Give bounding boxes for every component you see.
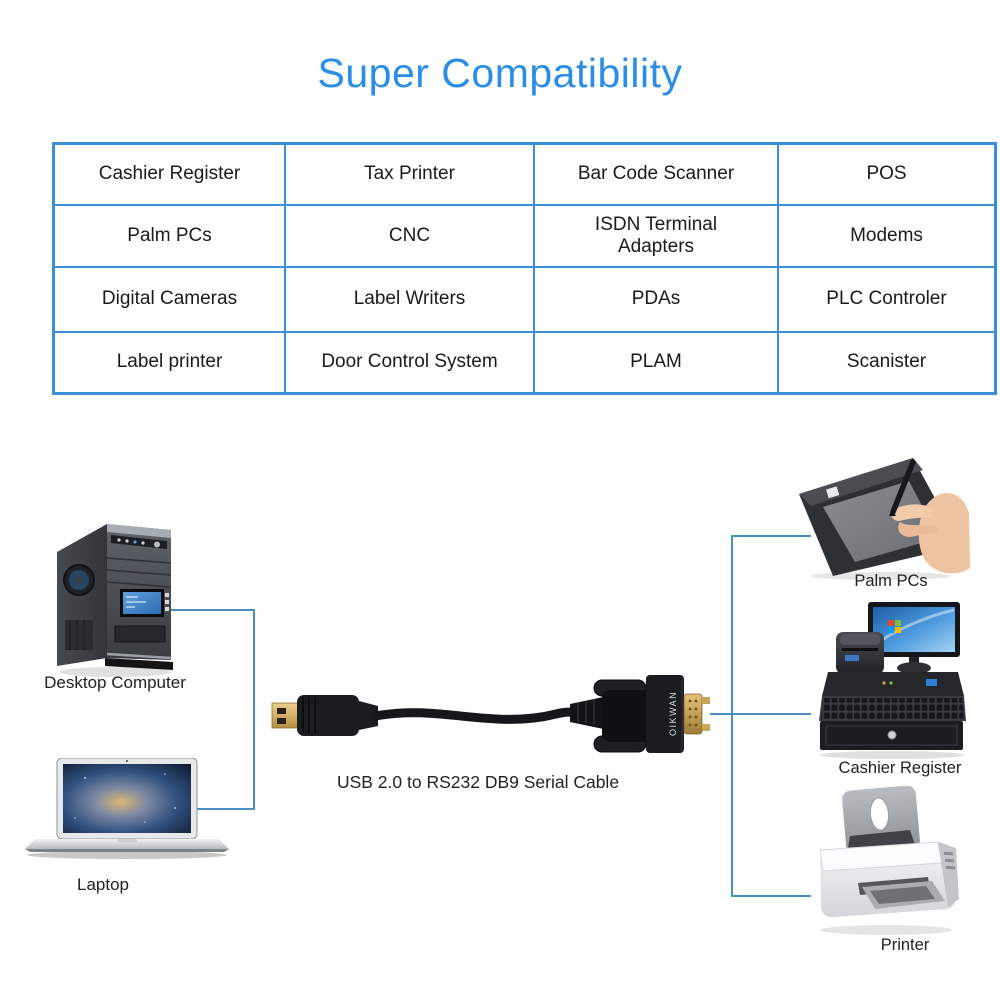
laptop-illustration: [25, 758, 229, 859]
db9-connector: OIKWAN: [570, 675, 710, 753]
table-cell: Cashier Register: [52, 142, 286, 206]
cable-brand-text: OIKWAN: [668, 691, 678, 736]
connector-desktop: [162, 609, 255, 611]
cash-drawer: [820, 721, 963, 750]
receipt-printer: [836, 632, 884, 674]
connector-palm: [731, 535, 811, 537]
laptop-label: Laptop: [77, 875, 129, 894]
table-cell: Modems: [777, 203, 997, 268]
hand-with-pen: [889, 459, 970, 574]
register-keyboard: [819, 696, 966, 721]
register-monitor: [868, 602, 960, 674]
table-cell: POS: [777, 142, 997, 206]
connector-cable: [710, 713, 811, 715]
usb-a-connector: [271, 695, 378, 736]
table-cell: ISDN Terminal Adapters: [533, 203, 779, 268]
cashier-register-label: Cashier Register: [838, 759, 962, 777]
laptop-screen: [63, 764, 191, 833]
connector-printer: [731, 895, 811, 897]
page-title: Super Compatibility: [317, 50, 683, 96]
table-cell: PDAs: [533, 265, 779, 333]
tower-fan-icon: [63, 564, 95, 596]
connector-laptop: [191, 808, 255, 810]
printer-illustration: [819, 786, 959, 935]
windows-flag-icon: [888, 620, 901, 633]
table-cell: Palm PCs: [52, 203, 286, 268]
table-cell: CNC: [284, 203, 535, 268]
cable-label: USB 2.0 to RS232 DB9 Serial Cable: [336, 772, 620, 792]
connector-left-vertical: [253, 609, 255, 810]
printer-label: Printer: [880, 936, 930, 954]
desktop-computer-label: Desktop Computer: [44, 673, 186, 692]
table-cell: Scanister: [777, 330, 997, 395]
connector-right-vertical: [731, 535, 733, 897]
palm-pc-illustration: [799, 458, 970, 580]
palm-pcs-label: Palm PCs: [854, 572, 928, 590]
usb-rs232-cable-illustration: OIKWAN: [271, 675, 710, 753]
cashier-register-illustration: [819, 602, 966, 759]
table-cell: Label Writers: [284, 265, 535, 333]
compatibility-table: Cashier Register Tax Printer Bar Code Sc…: [52, 142, 997, 395]
tablet-surface: [823, 481, 939, 562]
table-cell: PLAM: [533, 330, 779, 395]
cable-wire: [371, 707, 581, 724]
output-tray: [862, 881, 945, 909]
table-cell: PLC Controler: [777, 265, 997, 333]
table-cell: Digital Cameras: [52, 265, 286, 333]
table-cell: Tax Printer: [284, 142, 535, 206]
desktop-computer-illustration: [57, 524, 173, 677]
table-cell: Door Control System: [284, 330, 535, 395]
table-cell: Label printer: [52, 330, 286, 395]
table-cell: Bar Code Scanner: [533, 142, 779, 206]
